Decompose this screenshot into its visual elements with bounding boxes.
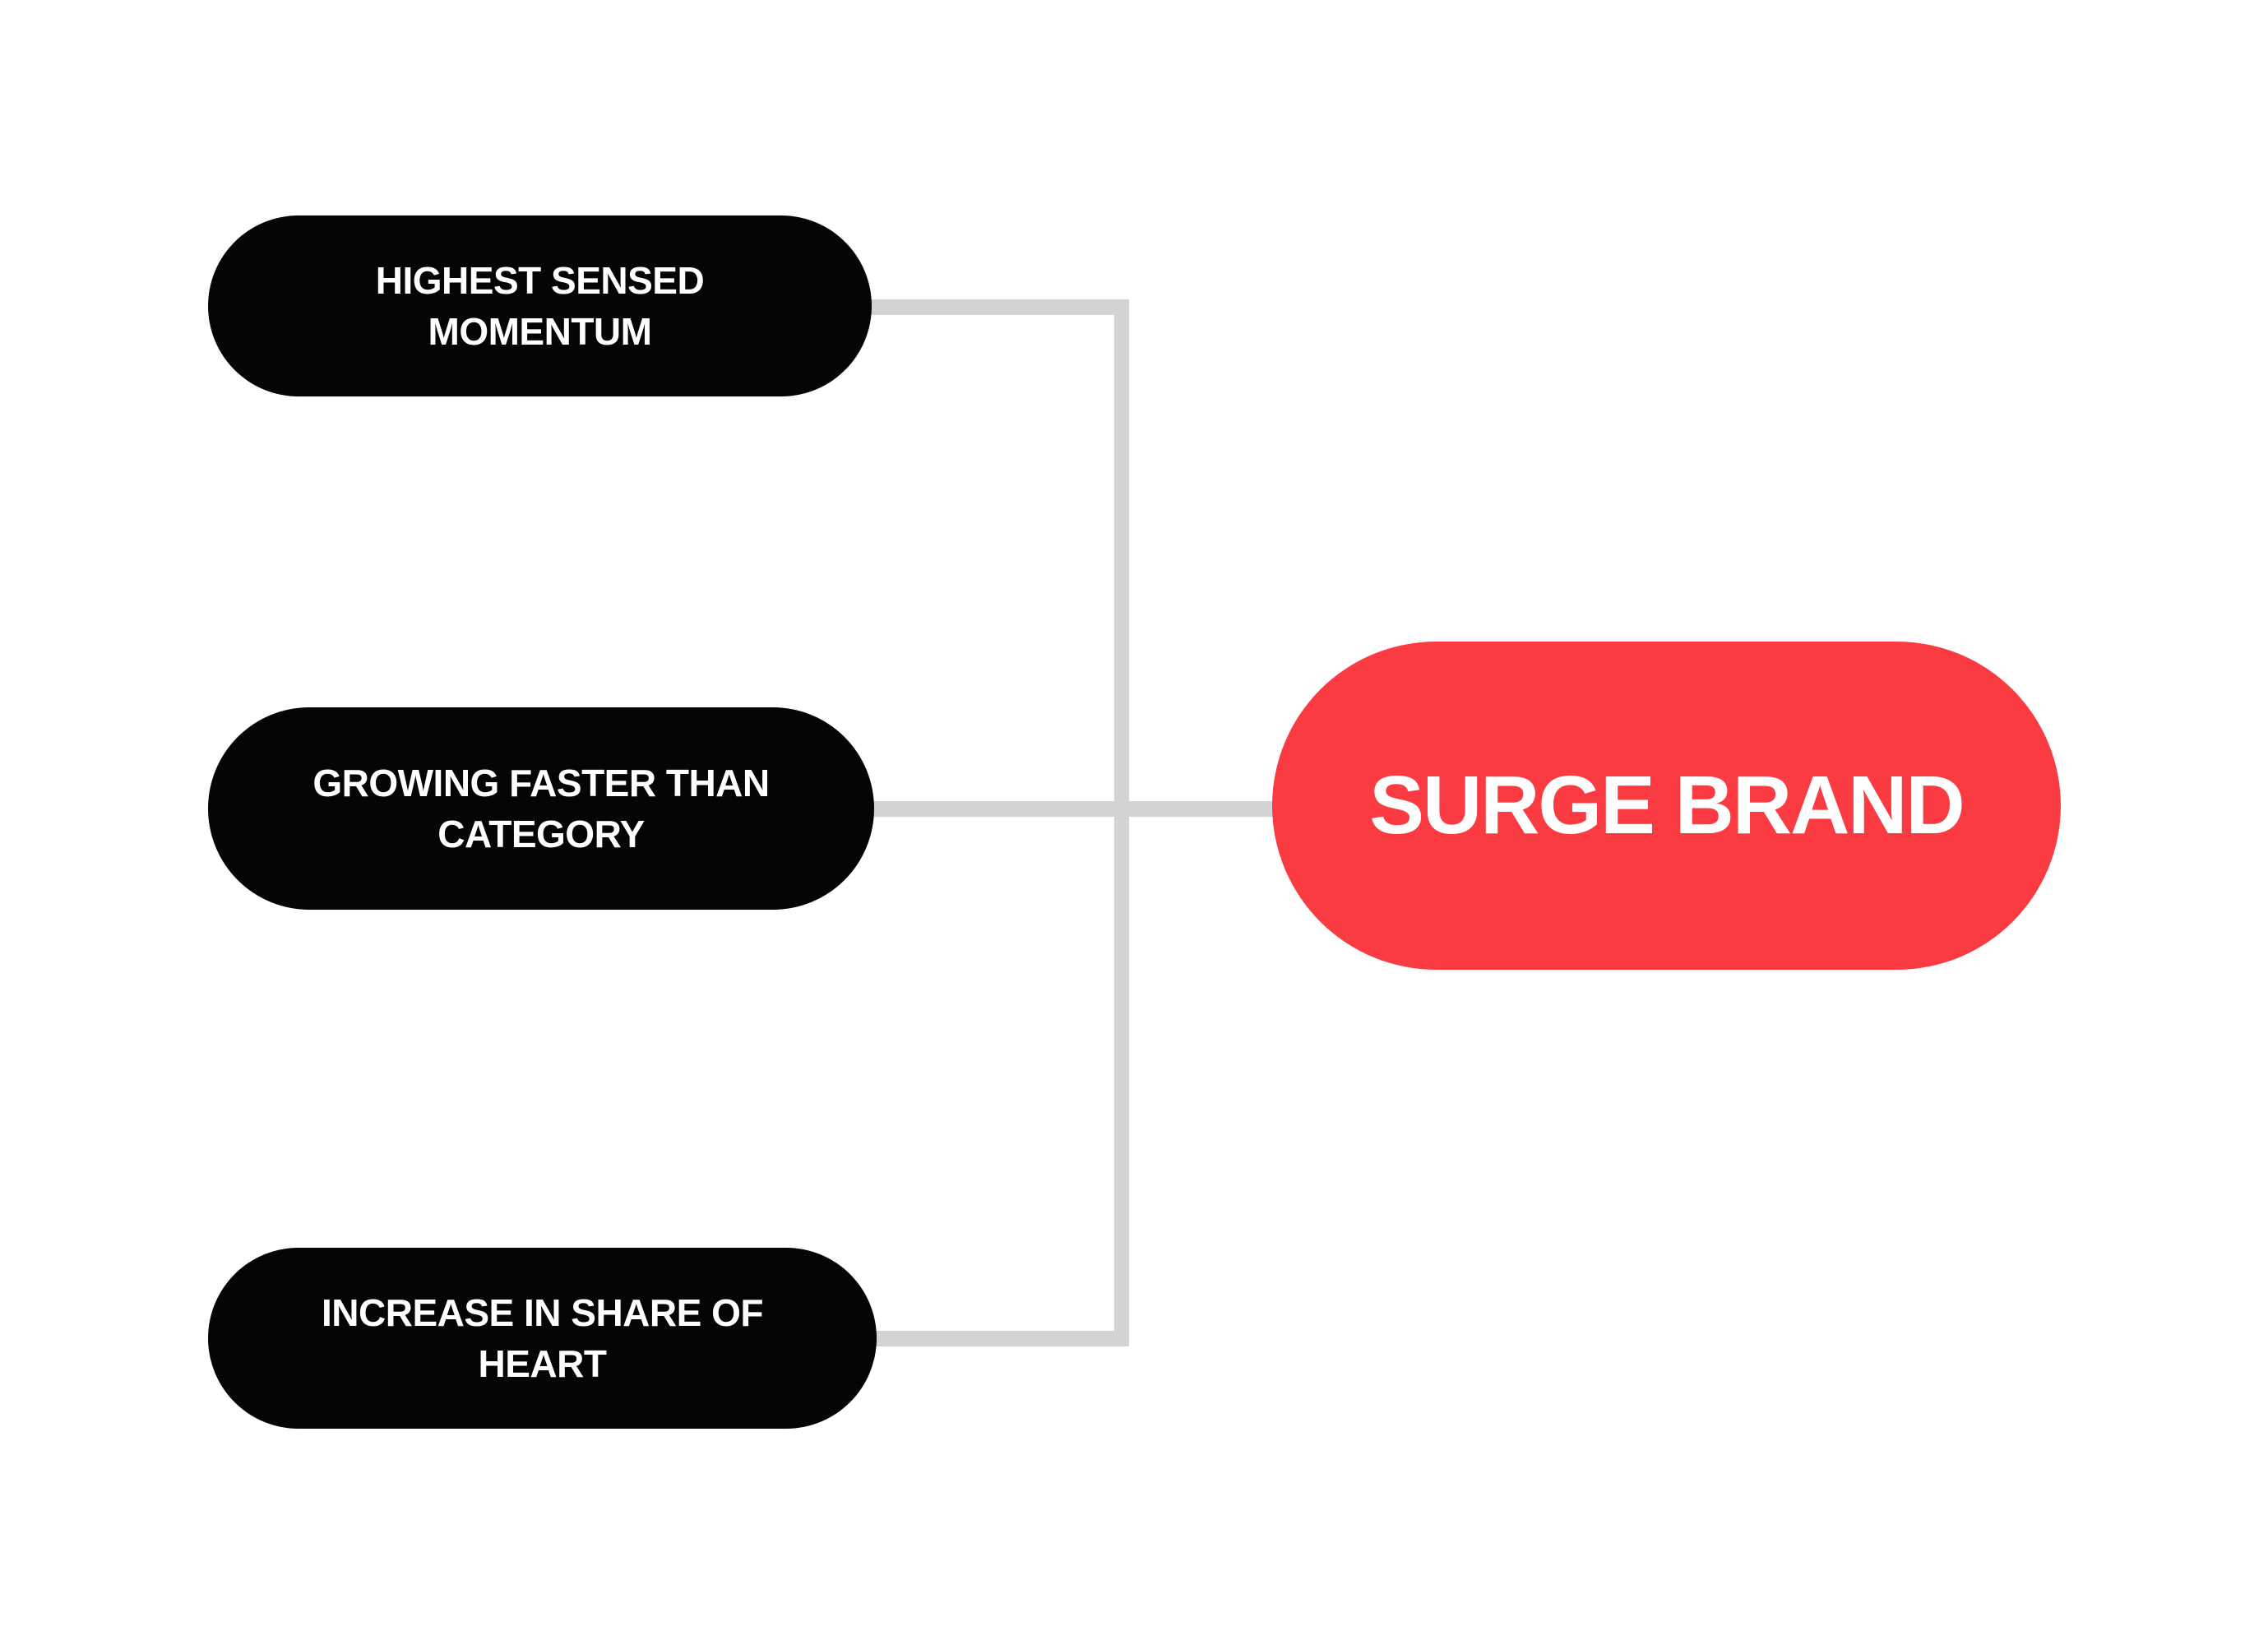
node-label: GROWING FASTER THAN CATEGORY <box>312 761 770 855</box>
node-label: HIGHEST SENSED MOMENTUM <box>375 258 705 353</box>
connector-growing-faster-line <box>872 801 1276 817</box>
node-growing-faster-than-category[interactable]: GROWING FASTER THAN CATEGORY <box>208 707 874 910</box>
root-node-label: SURGE BRAND <box>1369 759 1965 851</box>
connector-highest-sensed-momentum-line <box>869 299 1129 315</box>
node-highest-sensed-momentum[interactable]: HIGHEST SENSED MOMENTUM <box>208 215 872 396</box>
connector-share-of-heart-line <box>872 1331 1129 1346</box>
node-label: INCREASE IN SHARE OF HEART <box>322 1291 763 1385</box>
node-surge-brand-root[interactable]: SURGE BRAND <box>1272 642 2061 970</box>
connector-vertical-trunk-line <box>1114 299 1129 1346</box>
node-increase-in-share-of-heart[interactable]: INCREASE IN SHARE OF HEART <box>208 1248 877 1429</box>
